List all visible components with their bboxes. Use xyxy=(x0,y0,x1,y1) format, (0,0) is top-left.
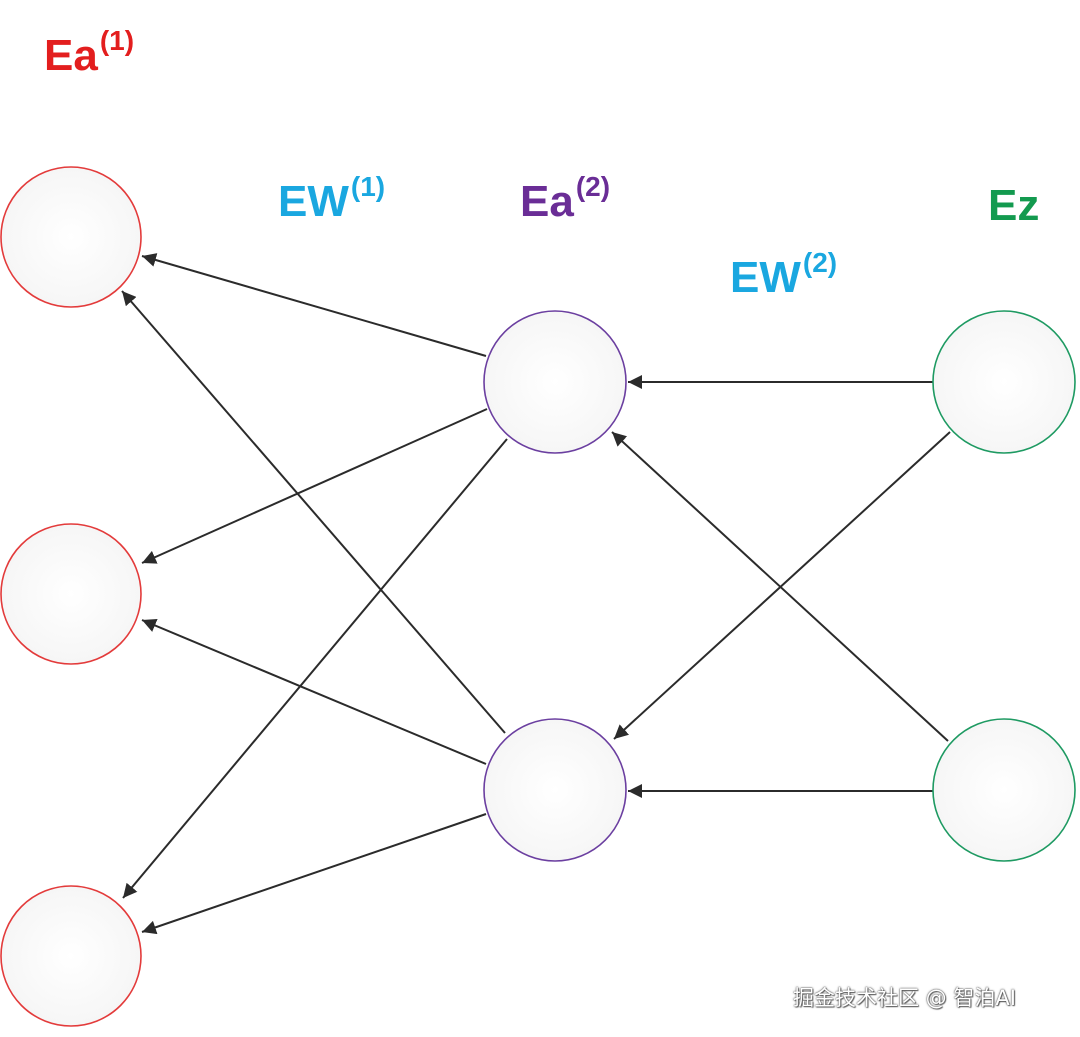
edge-h2-a2 xyxy=(141,618,487,765)
node-a2-1 xyxy=(483,310,627,454)
edges xyxy=(121,253,951,935)
edge-out1-h2 xyxy=(613,431,951,740)
edge-h2-a1 xyxy=(121,290,506,734)
label-ea2-sup: (2) xyxy=(575,171,611,202)
edge-h1-a2 xyxy=(141,408,488,564)
label-ew1-base: EW xyxy=(278,177,349,226)
label-ea2: Ea(2) xyxy=(520,173,610,226)
label-ew2-base: EW xyxy=(730,253,801,302)
label-ew1-sup: (1) xyxy=(350,171,386,202)
label-ez: Ez xyxy=(988,184,1039,228)
node-a1-2 xyxy=(0,523,142,665)
node-z-2 xyxy=(932,718,1076,862)
node-a1-3 xyxy=(0,885,142,1027)
output-nodes xyxy=(932,310,1076,862)
node-z-1 xyxy=(932,310,1076,454)
label-ea2-base: Ea xyxy=(520,177,574,226)
label-ew2: EW(2) xyxy=(730,249,837,302)
watermark: 掘金技术社区 @ 智泊AI xyxy=(793,986,1016,1010)
edge-h1-a3 xyxy=(122,438,508,899)
edge-h1-a1 xyxy=(141,253,487,357)
node-a2-2 xyxy=(483,718,627,862)
node-a1-1 xyxy=(0,166,142,308)
edge-h2-a3 xyxy=(141,813,487,935)
label-ea1: Ea(1) xyxy=(44,27,134,80)
label-ew1: EW(1) xyxy=(278,173,385,226)
layer-1-nodes xyxy=(0,166,142,1027)
label-ez-base: Ez xyxy=(988,181,1040,230)
layer-2-nodes xyxy=(483,310,627,862)
edge-out2-h1 xyxy=(611,431,949,742)
label-ea1-sup: (1) xyxy=(99,25,135,56)
label-ea1-base: Ea xyxy=(44,31,98,80)
label-ew2-sup: (2) xyxy=(802,247,838,278)
